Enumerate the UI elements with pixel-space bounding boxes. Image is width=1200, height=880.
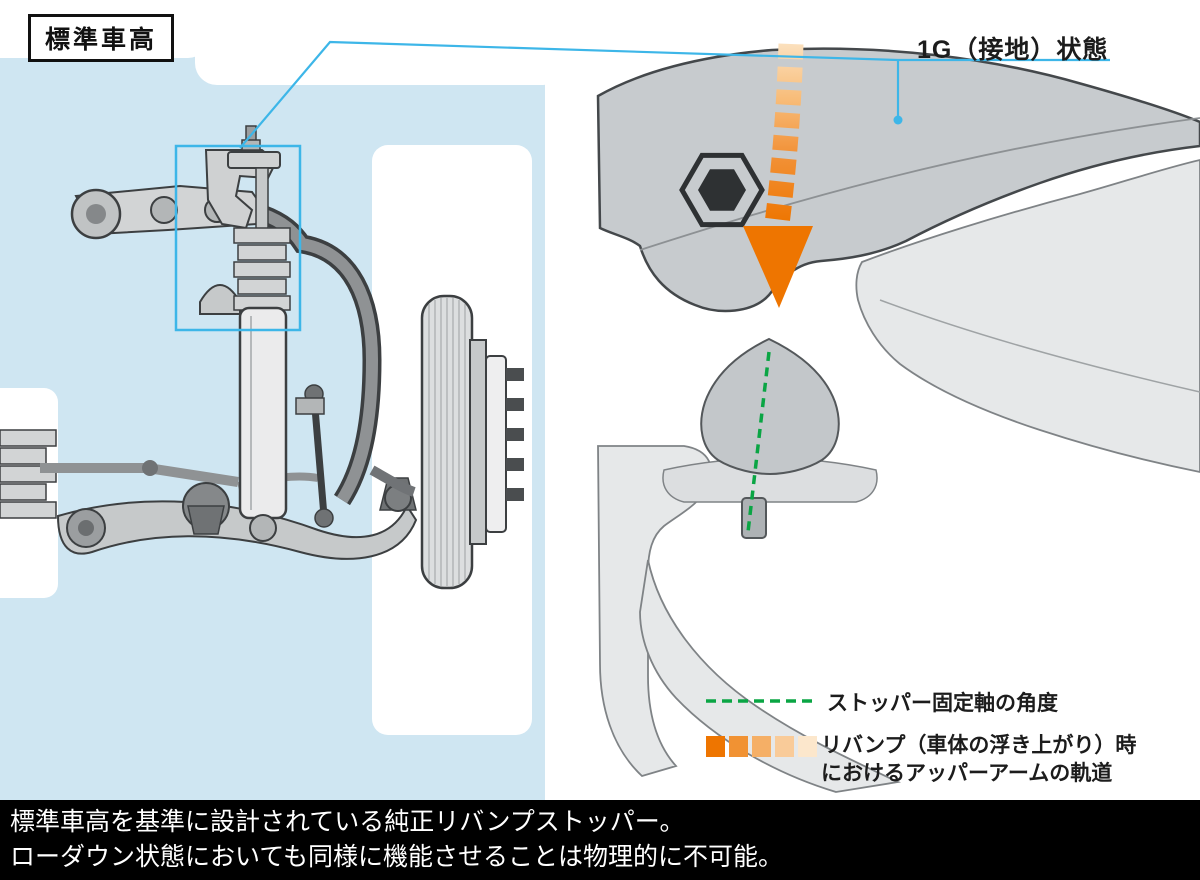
rebound-trajectory-arrow bbox=[743, 43, 813, 308]
upper-arm-enlarged bbox=[596, 47, 1200, 313]
suspension-drawing bbox=[0, 125, 524, 590]
highlight-box bbox=[174, 144, 302, 332]
diagram-canvas bbox=[0, 0, 1200, 800]
caption-bar: 標準車高を基準に設計されている純正リバンプストッパー。 ローダウン状態においても… bbox=[0, 800, 1200, 880]
leader-dot bbox=[893, 115, 903, 125]
hex-bolt-icon bbox=[679, 152, 765, 228]
panel-gutter bbox=[545, 0, 600, 800]
caption-line-1: 標準車高を基準に設計されている純正リバンプストッパー。 bbox=[10, 808, 685, 836]
brake-disc bbox=[420, 294, 524, 590]
leader-line bbox=[239, 40, 1110, 149]
legend-rebound-label-line2: におけるアッパーアームの軌道 bbox=[821, 762, 1113, 785]
rack-bellows bbox=[0, 429, 57, 519]
lower-body-panel bbox=[855, 159, 1200, 473]
stopper-pin bbox=[741, 497, 767, 539]
tie-rod-joint bbox=[142, 460, 158, 476]
legend-samples bbox=[706, 699, 818, 757]
caption-line-2: ローダウン状態においても同様に機能させることは物理的に不可能。 bbox=[10, 842, 784, 871]
left-diagram bbox=[0, 0, 565, 800]
1g-state-label: 1G（接地）状態 bbox=[917, 36, 1109, 64]
legend-stopper-axis-label: ストッパー固定軸の角度 bbox=[827, 692, 1058, 715]
standard-height-badge: 標準車高 bbox=[28, 14, 175, 62]
right-diagram bbox=[596, 43, 1200, 793]
bump-stopper-dome bbox=[700, 337, 840, 476]
legend-orange-gradient-sample bbox=[706, 736, 817, 757]
stabilizer-link bbox=[295, 384, 334, 528]
arrow-head bbox=[743, 226, 813, 308]
shock-bellows bbox=[233, 227, 291, 311]
shock-absorber bbox=[227, 125, 291, 542]
knuckle bbox=[259, 208, 379, 504]
legend-rebound-label-line1: リバンプ（車体の浮き上がり）時 bbox=[821, 734, 1137, 757]
wheel-bolts bbox=[506, 368, 524, 501]
